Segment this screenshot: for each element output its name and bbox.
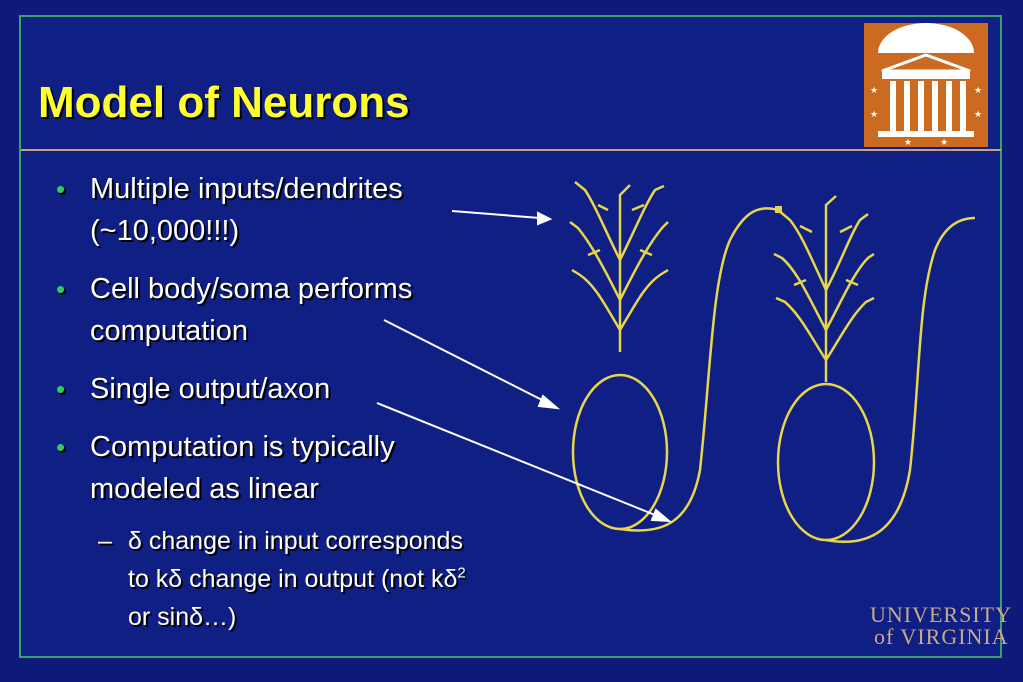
- svg-text:★: ★: [870, 110, 878, 120]
- university-wordmark: UNIVERSITY of VIRGINIA: [870, 604, 1012, 648]
- svg-text:★: ★: [974, 110, 982, 120]
- arrow-to-soma: [383, 319, 549, 404]
- bullet-item: • Single output/axon: [50, 368, 490, 410]
- sub-bullet-dash: –: [98, 527, 112, 555]
- neuron-2-axon: [825, 216, 976, 544]
- svg-text:★: ★: [940, 138, 948, 147]
- arrow-to-dendrites: [451, 210, 541, 219]
- sub-bullet: – δ change in input corresponds to kδ ch…: [50, 522, 490, 636]
- bullet-dot: •: [56, 374, 66, 404]
- bullet-dot: •: [56, 274, 66, 304]
- title-divider: [21, 149, 1001, 151]
- slide-title: Model of Neurons: [38, 78, 410, 127]
- bullet-text: Computation is typically modeled as line…: [90, 431, 395, 505]
- svg-text:★: ★: [870, 86, 878, 96]
- bullet-item: • Multiple inputs/dendrites (~10,000!!!): [50, 168, 490, 252]
- neuron-2-soma: [776, 382, 876, 542]
- bullet-text: Cell body/soma performs computation: [90, 273, 413, 347]
- arrow-head: [537, 211, 553, 226]
- arrow-to-axon: [376, 402, 661, 518]
- bullet-text: Multiple inputs/dendrites (~10,000!!!): [90, 173, 403, 247]
- sub-bullet-text: δ change in input corresponds to kδ chan…: [128, 527, 463, 593]
- slide-frame: [19, 15, 1002, 658]
- bullet-item: • Cell body/soma performs computation: [50, 268, 490, 352]
- superscript-two: 2: [457, 564, 466, 582]
- wordmark-line-1: UNIVERSITY: [870, 602, 1012, 627]
- bullet-item: • Computation is typically modeled as li…: [50, 426, 490, 510]
- bullet-list: • Multiple inputs/dendrites (~10,000!!!)…: [50, 168, 490, 636]
- svg-text:★: ★: [904, 138, 912, 147]
- wordmark-line-2: of VIRGINIA: [874, 624, 1009, 649]
- neuron-2-dendrites: [773, 195, 875, 382]
- bullet-text: Single output/axon: [90, 373, 331, 405]
- neuron-1-soma: [571, 373, 669, 531]
- bullet-dot: •: [56, 432, 66, 462]
- arrow-head: [537, 394, 561, 410]
- synapse-marker: [775, 206, 782, 213]
- svg-text:★: ★: [974, 86, 982, 96]
- sub-bullet-text-end: or sinδ…): [128, 603, 237, 631]
- neuron-1-axon: [619, 207, 779, 532]
- rotunda-logo-icon: ★ ★ ★ ★ ★ ★: [864, 23, 988, 148]
- neuron-1-dendrites: [569, 181, 669, 352]
- arrow-head: [650, 508, 672, 523]
- bullet-dot: •: [56, 174, 66, 204]
